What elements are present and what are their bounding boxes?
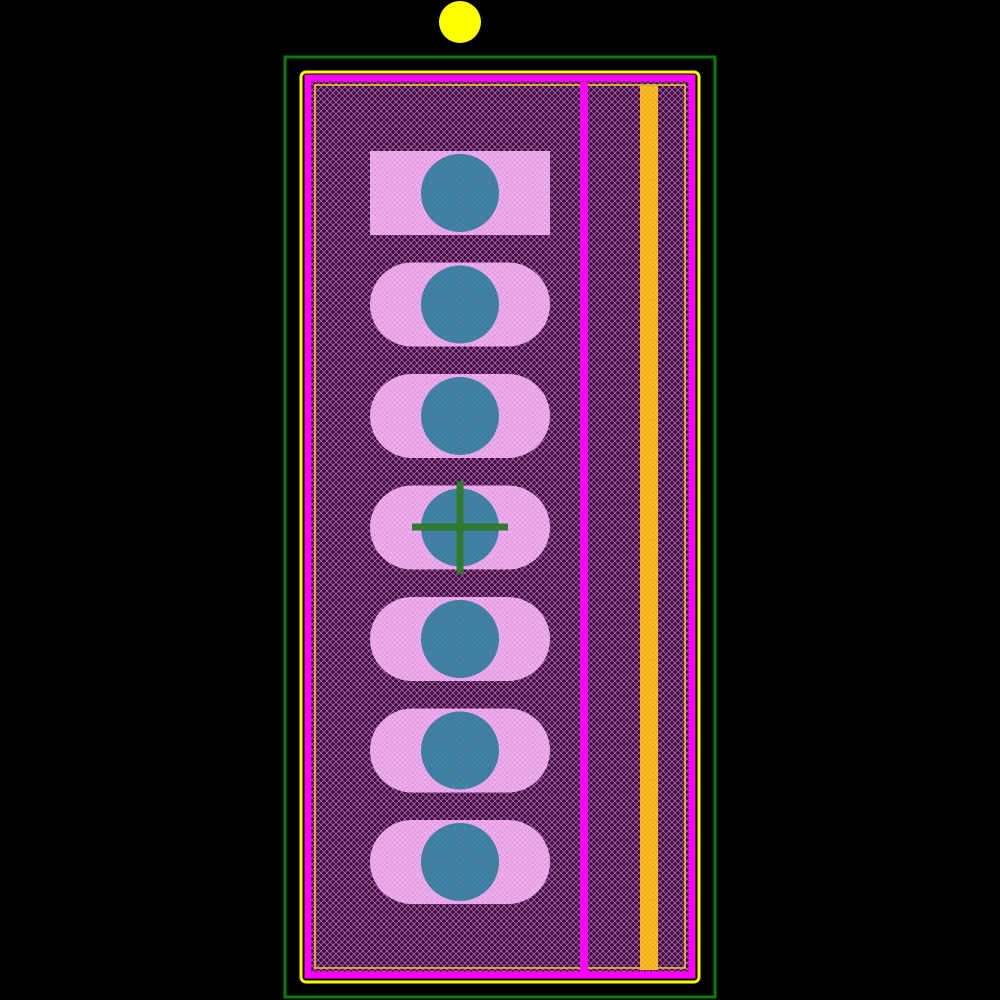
courtyard-outline [283, 55, 717, 999]
inner-silkscreen-outline [314, 84, 686, 969]
pad-5-drill-hole [421, 600, 499, 678]
pad-row [370, 151, 550, 904]
pad-6-drill-hole [421, 711, 499, 790]
tab-strip [640, 86, 658, 970]
pad-1-drill-hole [421, 154, 499, 232]
pad-7-drill-hole [421, 823, 499, 901]
pin1-marker-dot [439, 1, 481, 43]
pad-3-drill-hole [421, 377, 499, 455]
pad-2-drill-hole [421, 265, 499, 344]
origin-crosshair [412, 481, 508, 574]
silkscreen-outline [299, 70, 701, 984]
